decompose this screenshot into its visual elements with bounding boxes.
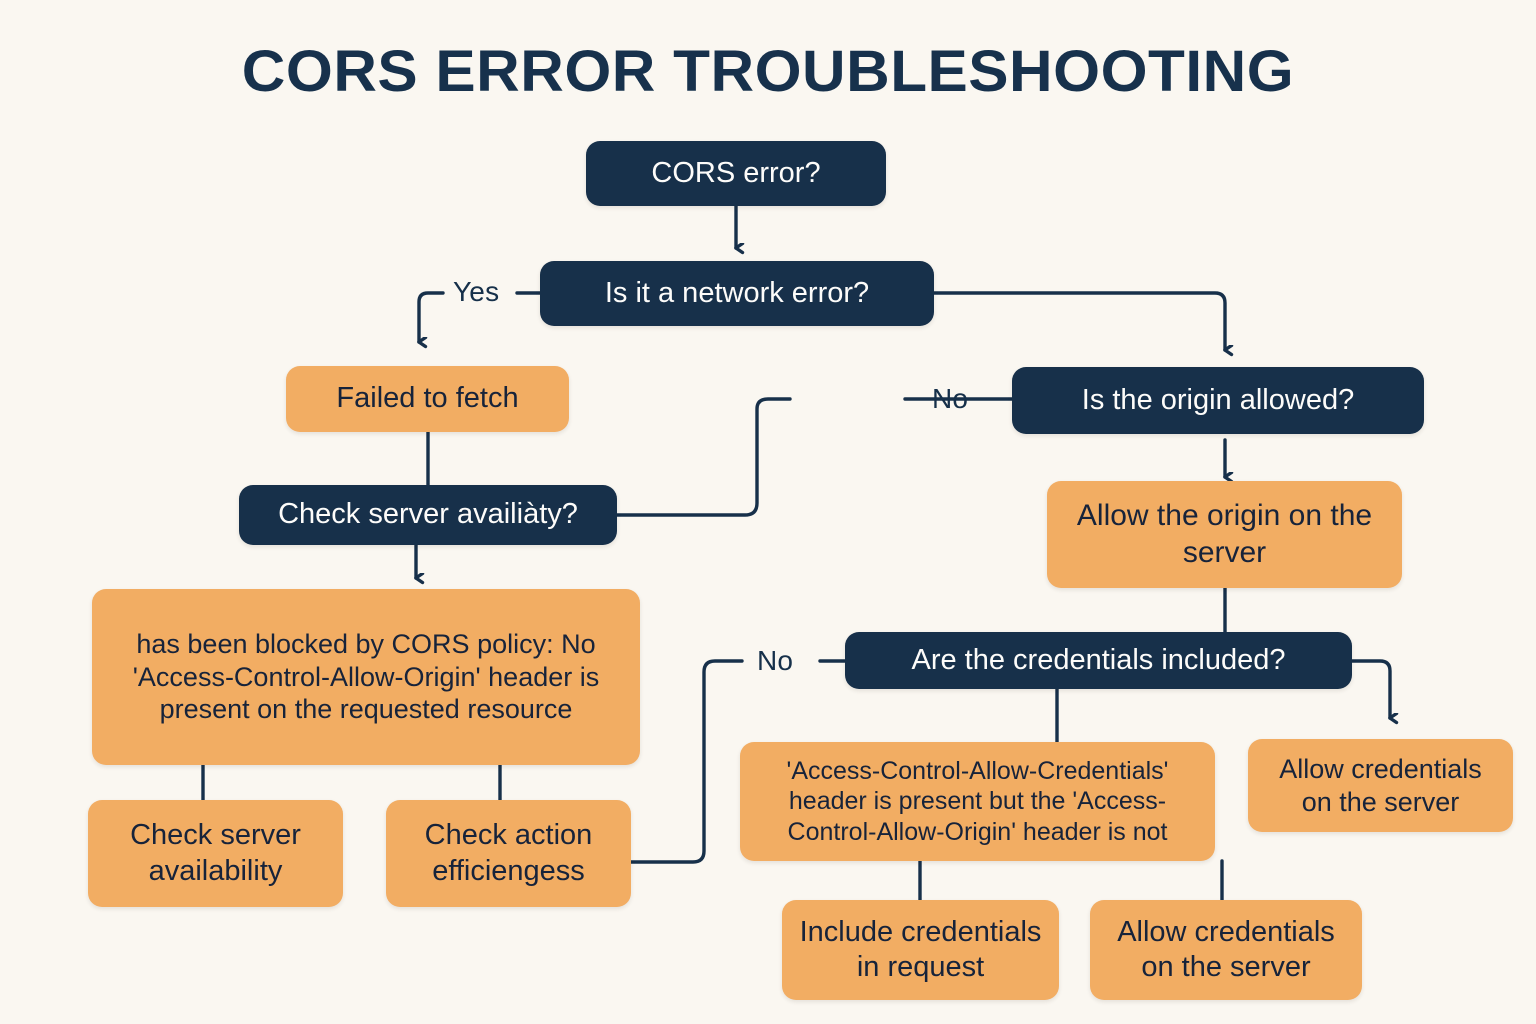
- node-is-network-error[interactable]: Is it a network error?: [540, 261, 934, 326]
- node-check-server-availiaty[interactable]: Check server availiàty?: [239, 485, 617, 545]
- node-allow-origin-on-server-label: Allow the origin on the server: [1076, 498, 1373, 569]
- node-allow-credentials-server-right[interactable]: Allow credentials on the server: [1248, 739, 1513, 832]
- node-include-credentials-in-request[interactable]: Include credentials in request: [782, 900, 1059, 1000]
- node-check-action-efficiengess-label: Check action efficiengess: [424, 819, 593, 887]
- node-cors-error[interactable]: CORS error?: [586, 141, 886, 206]
- node-check-server-availiaty-label: Check server availiàty?: [278, 498, 578, 531]
- edge-checkserver-no: [615, 397, 792, 517]
- edge-network-to-failed: [419, 291, 445, 342]
- node-cors-error-label: CORS error?: [651, 156, 821, 189]
- node-allow-credentials-server-bottom-label: Allow credentials on the server: [1117, 915, 1335, 983]
- node-is-origin-allowed-label: Is the origin allowed?: [1081, 383, 1355, 416]
- node-failed-to-fetch-label: Failed to fetch: [336, 382, 519, 415]
- page-title: CORS ERROR TROUBLESHOOTING: [241, 39, 1295, 104]
- node-blocked-by-cors-policy-label: has been blocked by CORS policy: No 'Acc…: [132, 628, 600, 725]
- node-are-credentials-included[interactable]: Are the credentials included?: [845, 632, 1352, 689]
- node-are-credentials-included-label: Are the credentials included?: [911, 643, 1286, 676]
- node-is-network-error-label: Is it a network error?: [604, 276, 870, 309]
- node-is-origin-allowed[interactable]: Is the origin allowed?: [1012, 367, 1424, 434]
- node-credentials-header-info-label: 'Access-Control-Allow-Credentials' heade…: [786, 756, 1169, 846]
- edge-label-no-origin: No: [932, 383, 969, 414]
- node-check-server-availability-label: Check server availability: [130, 819, 301, 887]
- node-failed-to-fetch[interactable]: Failed to fetch: [286, 366, 569, 432]
- edge-efficiency-no: [629, 659, 744, 864]
- edge-label-yes: Yes: [453, 276, 500, 307]
- edge-network-to-origin: [932, 291, 1225, 350]
- node-include-credentials-in-request-label: Include credentials in request: [799, 915, 1042, 983]
- node-credentials-header-info[interactable]: 'Access-Control-Allow-Credentials' heade…: [740, 742, 1215, 861]
- edge-credentials-to-allowcred: [1350, 659, 1390, 718]
- node-check-action-efficiengess[interactable]: Check action efficiengess: [386, 800, 631, 907]
- node-allow-credentials-server-bottom[interactable]: Allow credentials on the server: [1090, 900, 1362, 1000]
- node-allow-origin-on-server[interactable]: Allow the origin on the server: [1047, 481, 1402, 588]
- node-blocked-by-cors-policy[interactable]: has been blocked by CORS policy: No 'Acc…: [92, 589, 640, 765]
- node-check-server-availability[interactable]: Check server availability: [88, 800, 343, 907]
- edge-label-no-credentials: No: [757, 645, 794, 676]
- node-allow-credentials-server-right-label: Allow credentials on the server: [1279, 753, 1482, 817]
